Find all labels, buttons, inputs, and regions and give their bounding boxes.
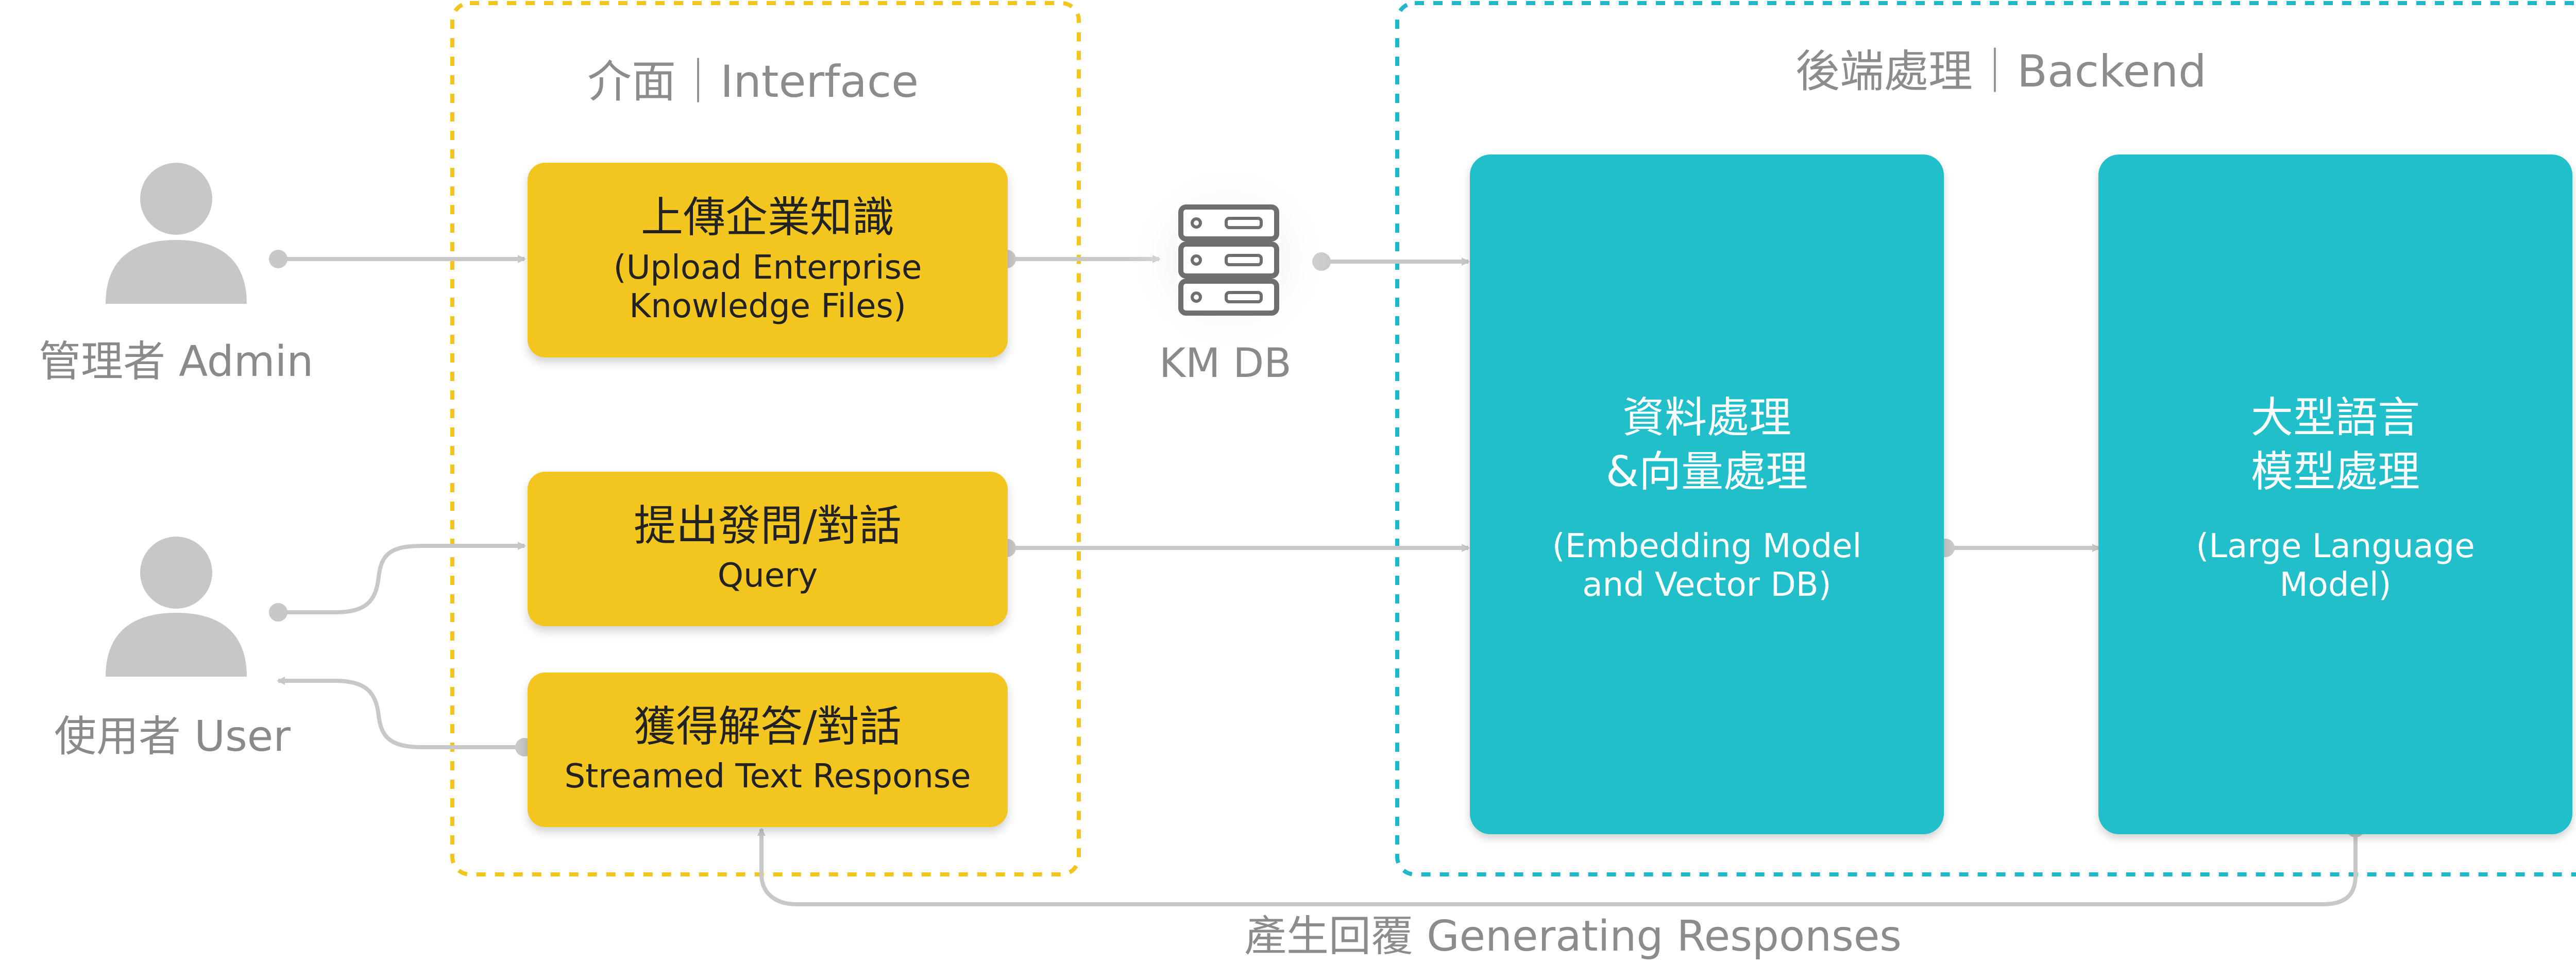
km-db-label: KM DB	[1159, 340, 1292, 387]
embedding-to-llm-arrow	[1936, 539, 2100, 557]
admin-label: 管理者 Admin	[39, 337, 314, 386]
embedding-processing-subtitle: (Embedding Model and Vector DB)	[1552, 527, 1862, 605]
llm-processing-subtitle: (Large Language Model)	[2196, 527, 2475, 605]
llm-processing-box: 大型語言 模型處理 (Large Language Model)	[2098, 154, 2572, 834]
db-to-embedding-arrow	[1312, 252, 1470, 271]
query-title: 提出發問/對話	[634, 502, 902, 551]
response-box: 獲得解答/對話 Streamed Text Response	[528, 673, 1008, 827]
upload-knowledge-box: 上傳企業知識 (Upload Enterprise Knowledge File…	[528, 163, 1008, 357]
query-box: 提出發問/對話 Query	[528, 472, 1008, 626]
admin-icon	[106, 163, 247, 304]
user-icon	[106, 537, 247, 677]
embedding-processing-title: 資料處理 &向量處理	[1606, 393, 1808, 496]
llm-processing-title: 大型語言 模型處理	[2250, 393, 2420, 496]
user-label: 使用者 User	[54, 712, 291, 761]
admin-to-upload-arrow	[269, 250, 526, 268]
response-to-user-arrow	[277, 677, 534, 756]
user-to-query-arrow	[269, 542, 526, 622]
generating-responses-label: 產生回覆 Generating Responses	[1244, 912, 1902, 961]
query-subtitle: Query	[717, 557, 818, 595]
upload-knowledge-subtitle: (Upload Enterprise Knowledge Files)	[613, 248, 922, 326]
km-db-icon	[1126, 161, 1332, 357]
response-subtitle: Streamed Text Response	[564, 758, 971, 796]
upload-knowledge-title: 上傳企業知識	[640, 193, 894, 243]
response-title: 獲得解答/對話	[634, 702, 902, 752]
backend-zone	[1395, 1, 2576, 876]
embedding-processing-box: 資料處理 &向量處理 (Embedding Model and Vector D…	[1470, 154, 1944, 834]
interface-title: 介面｜Interface	[587, 56, 919, 108]
backend-title: 後端處理｜Backend	[1795, 46, 2207, 97]
